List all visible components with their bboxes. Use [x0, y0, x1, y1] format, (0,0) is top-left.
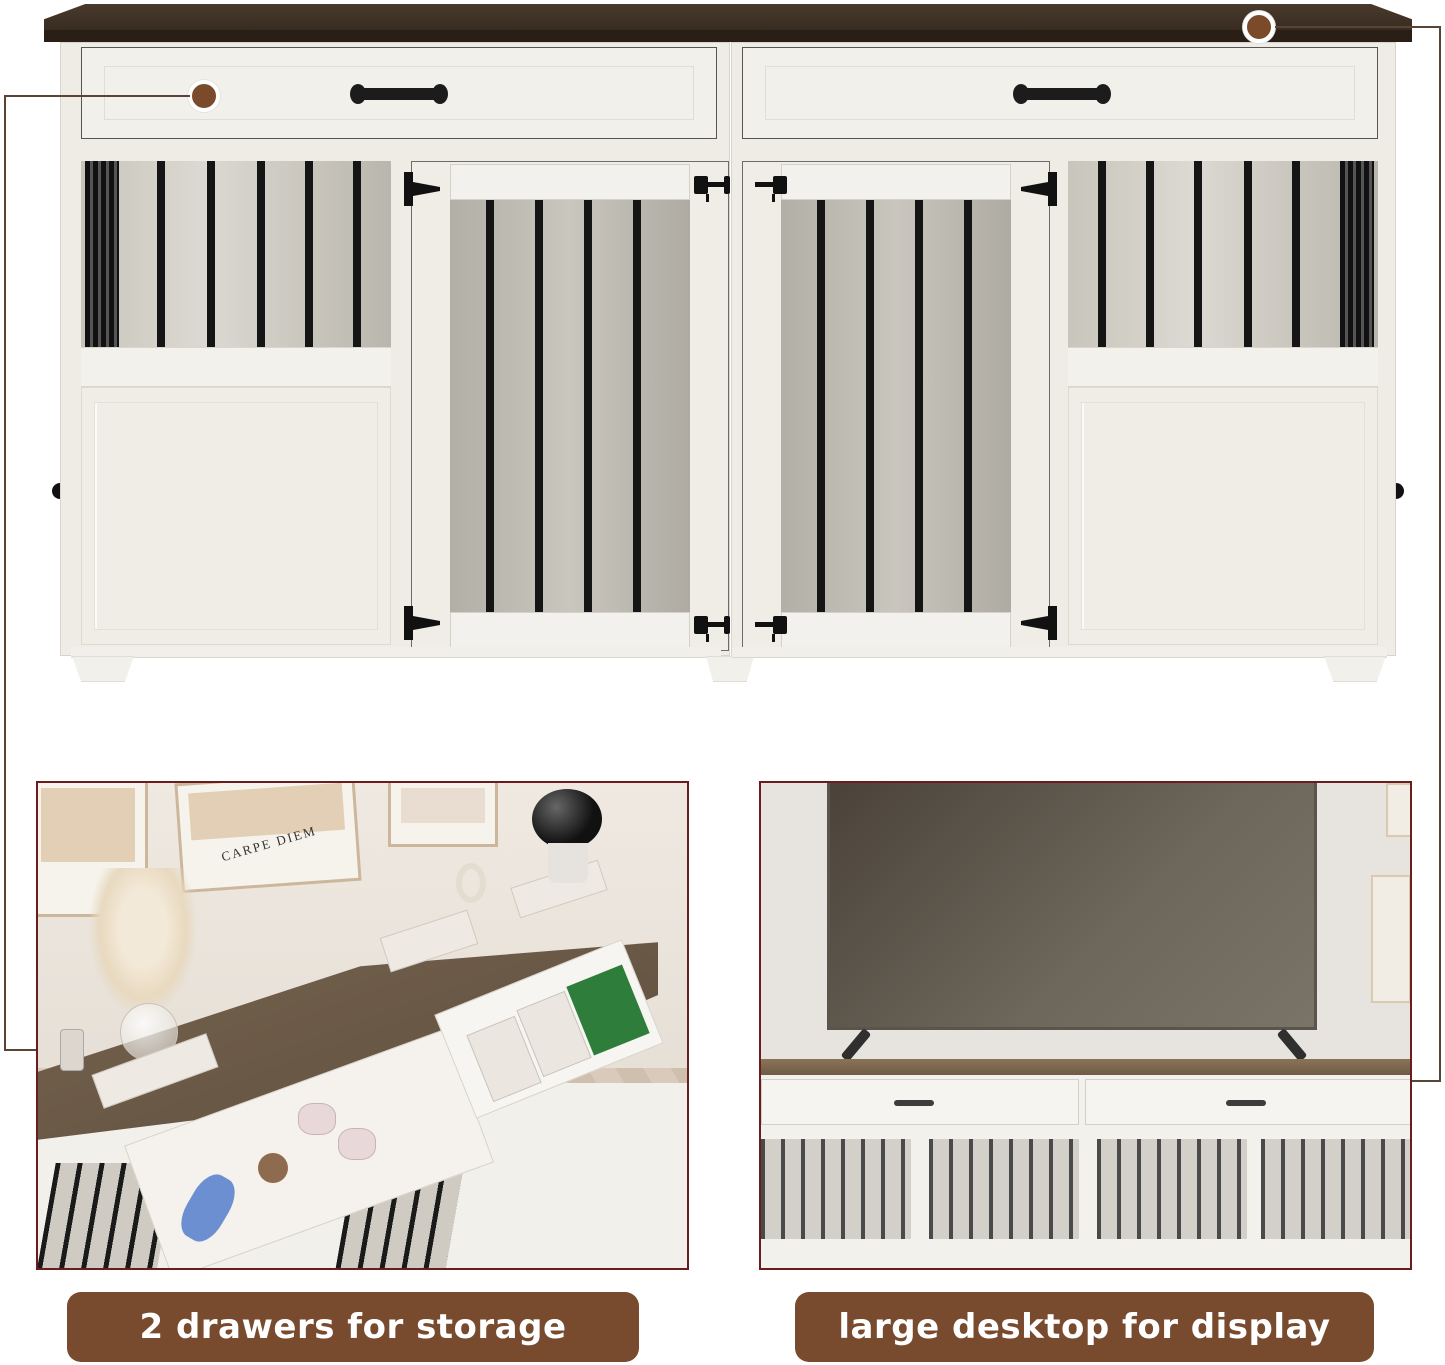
callout-line [1275, 26, 1440, 28]
wall-art [1371, 875, 1410, 1003]
side-window-left [81, 161, 391, 347]
reed-diffuser [60, 1029, 84, 1071]
callout-line [1439, 26, 1441, 1081]
latch-icon[interactable] [694, 612, 734, 642]
latch-icon[interactable] [747, 612, 787, 642]
crate-bars [761, 1139, 911, 1239]
side-window-right [1068, 161, 1378, 347]
pampas-grass [88, 868, 198, 1018]
mushroom-lamp [532, 789, 602, 849]
desktop-callout-dot [1243, 11, 1275, 43]
latch-icon[interactable] [694, 172, 734, 202]
photo-drawers-open: CARPE DIEM [36, 781, 689, 1270]
wall-art-carpe-diem: CARPE DIEM [174, 783, 362, 894]
television [827, 783, 1317, 1030]
food-can [298, 1103, 336, 1135]
food-can [338, 1128, 376, 1160]
ring-vase [456, 863, 486, 903]
crate-bars [1097, 1139, 1247, 1239]
callout-line [4, 1049, 38, 1051]
hinge-icon [1021, 606, 1057, 640]
wall-art [1386, 783, 1410, 837]
callout-line [4, 95, 6, 1050]
wall-art [388, 783, 498, 847]
hinge-icon [1021, 172, 1057, 206]
foot [72, 656, 134, 682]
console-drawer-left[interactable] [761, 1079, 1079, 1125]
side-panel-right [1068, 387, 1378, 645]
drawer-callout-dot [188, 80, 220, 112]
foot [706, 656, 754, 682]
drawer-handle-icon [350, 84, 448, 104]
callout-line [4, 95, 190, 97]
side-handle-icon [1396, 483, 1404, 499]
photo-tv-display [759, 781, 1412, 1270]
glass-vase [120, 1003, 178, 1061]
cabinet-left [60, 42, 730, 658]
cabinet-right [731, 42, 1396, 658]
crate-door-right[interactable] [742, 161, 1057, 651]
caption-desktop: large desktop for display [795, 1292, 1374, 1362]
crate-bars [1261, 1139, 1410, 1239]
console-body [761, 1075, 1410, 1268]
desktop-surface [761, 1059, 1410, 1075]
drawer-handle-icon [1013, 84, 1111, 104]
console-drawer-right[interactable] [1085, 1079, 1410, 1125]
drawer-right[interactable] [742, 47, 1378, 139]
crate-door-left[interactable] [404, 161, 730, 651]
side-handle-icon [52, 483, 60, 499]
drawer-left[interactable] [81, 47, 717, 139]
caption-drawers: 2 drawers for storage [67, 1292, 639, 1362]
hinge-icon [404, 606, 440, 640]
foot [1324, 656, 1386, 682]
crate-bars [929, 1139, 1079, 1239]
latch-icon[interactable] [747, 172, 787, 202]
tabletop-edge [44, 30, 1412, 42]
callout-line [1410, 1080, 1441, 1082]
side-panel-left [81, 387, 391, 645]
hinge-icon [404, 172, 440, 206]
